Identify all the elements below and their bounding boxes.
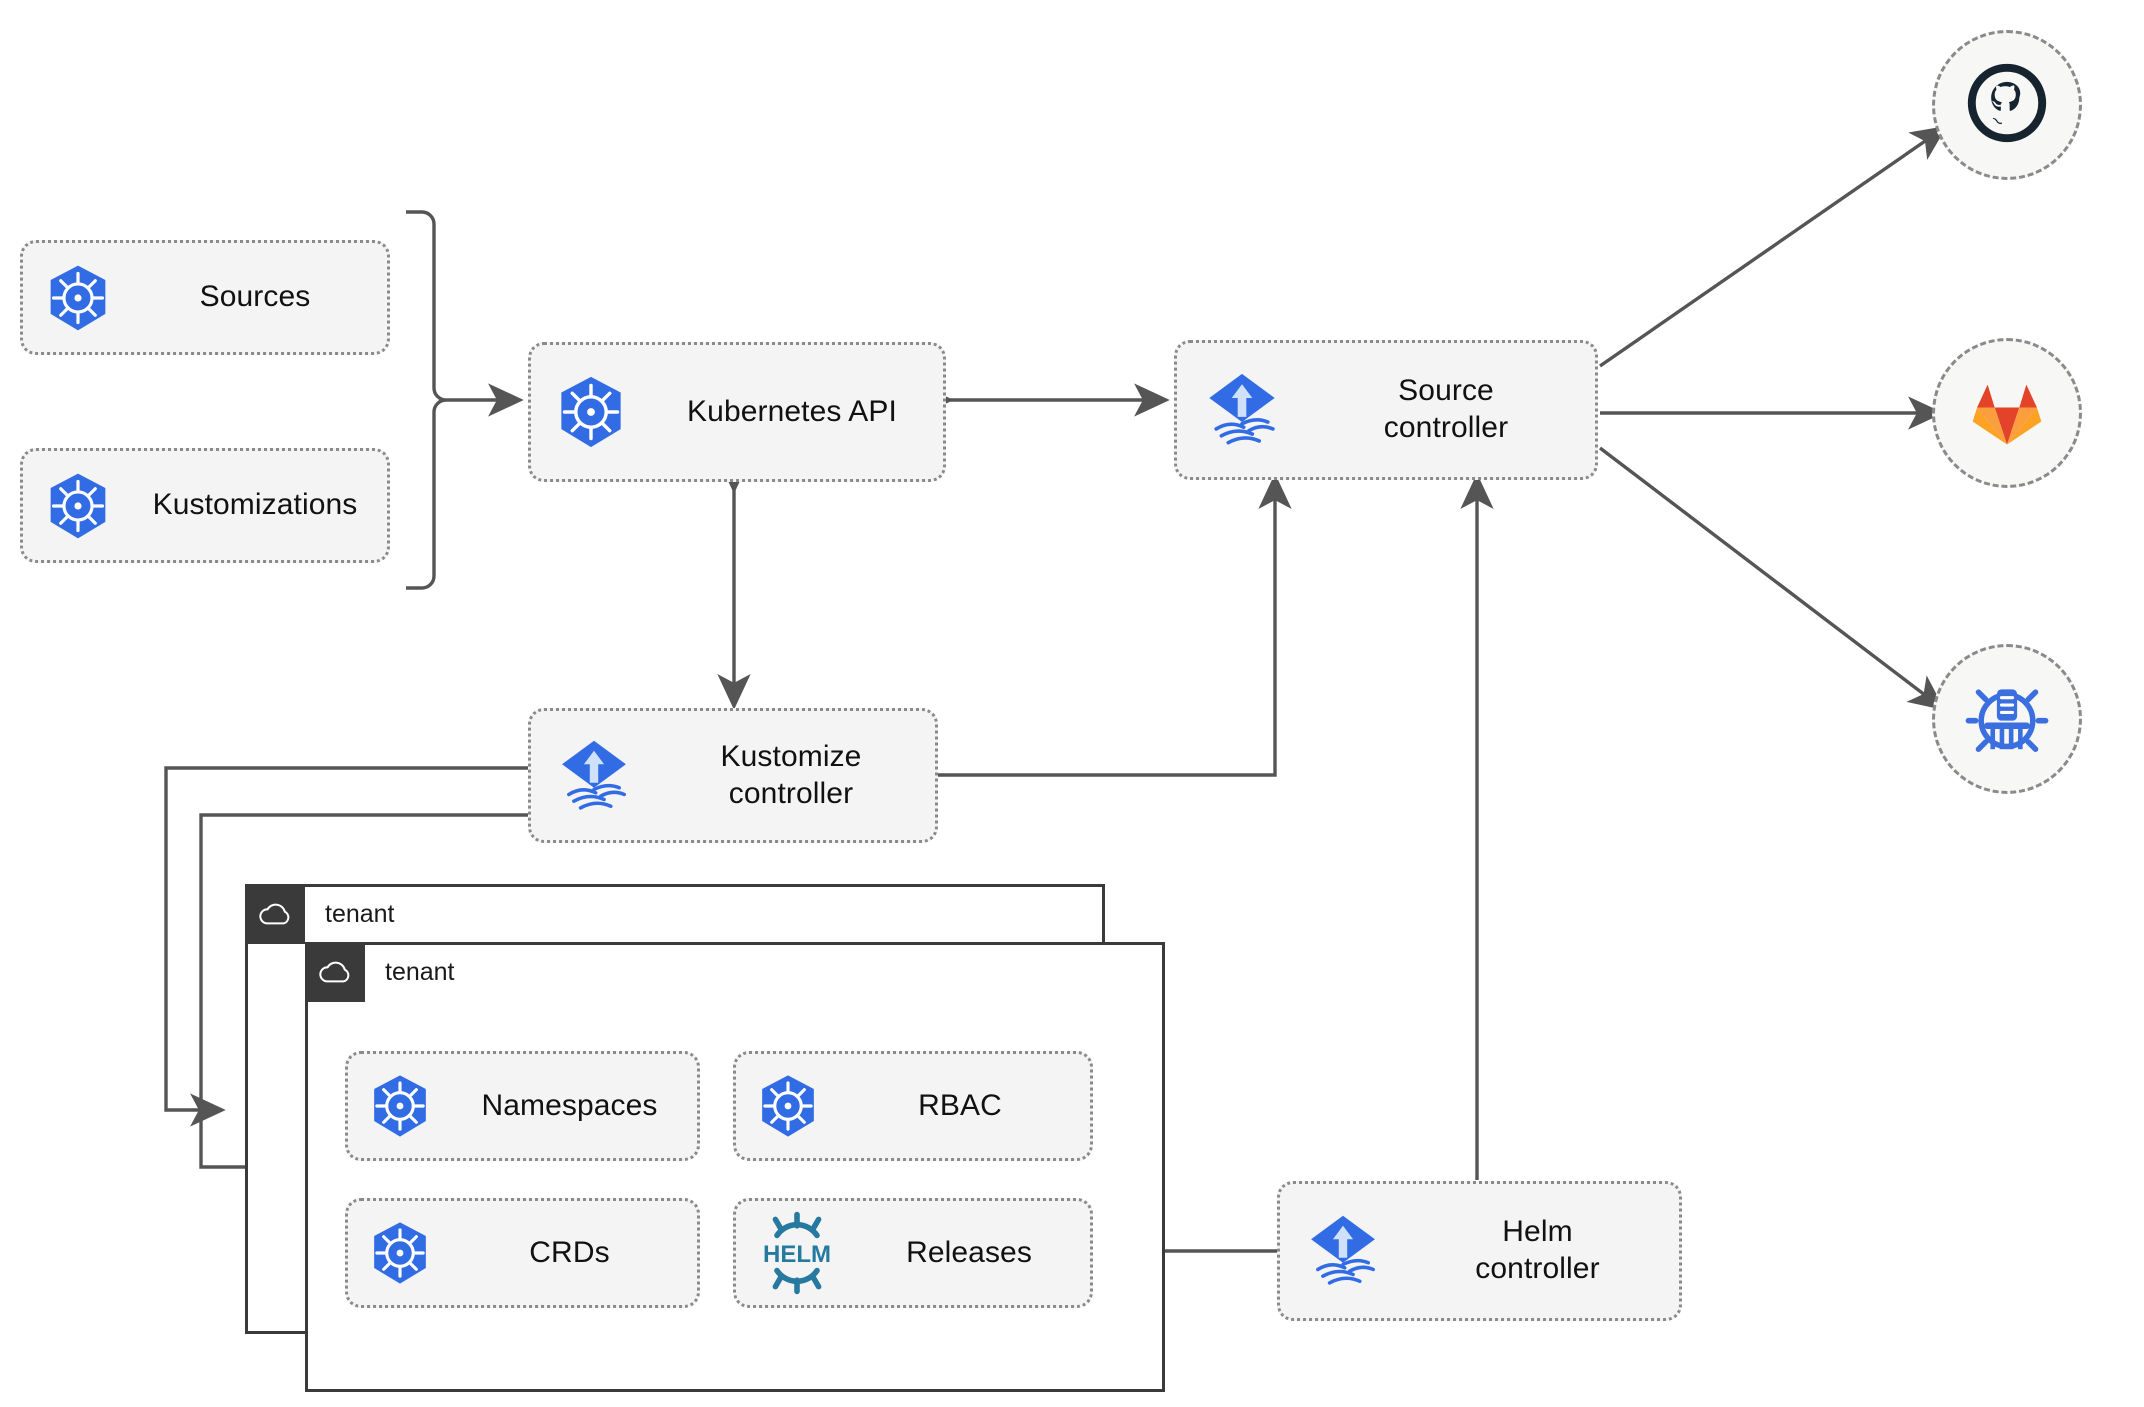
node-crds-label: CRDs bbox=[529, 1235, 610, 1269]
tenant-front-header: tenant bbox=[305, 942, 455, 1002]
node-rbac[interactable]: RBAC bbox=[733, 1051, 1093, 1161]
github-icon bbox=[1963, 59, 2051, 152]
helm-wordmark: HELM bbox=[763, 1241, 831, 1268]
provider-chartmuseum[interactable] bbox=[1932, 644, 2082, 794]
node-source-controller[interactable]: Source controller bbox=[1174, 340, 1598, 480]
edge-kustomize-to-source bbox=[936, 473, 1292, 777]
flux-icon bbox=[1280, 1209, 1406, 1293]
kubernetes-icon bbox=[736, 1072, 840, 1140]
node-crds[interactable]: CRDs bbox=[345, 1198, 700, 1308]
node-sources-label: Sources bbox=[199, 280, 311, 314]
kubernetes-icon bbox=[531, 373, 651, 451]
node-sources[interactable]: Sources bbox=[20, 240, 390, 355]
provider-github[interactable] bbox=[1932, 30, 2082, 180]
node-kustomize-controller[interactable]: Kustomize controller bbox=[528, 708, 938, 843]
node-helm-controller-label: Helm controller bbox=[1475, 1215, 1600, 1285]
node-releases[interactable]: HELM Releases bbox=[733, 1198, 1093, 1308]
tenant-back-label: tenant bbox=[325, 899, 395, 928]
node-releases-label: Releases bbox=[906, 1235, 1032, 1269]
kubernetes-icon bbox=[348, 1219, 452, 1287]
kubernetes-icon bbox=[348, 1072, 452, 1140]
cloud-icon bbox=[305, 942, 365, 1002]
node-kubernetes-api-label: Kubernetes API bbox=[687, 394, 897, 428]
group-bracket bbox=[406, 210, 447, 590]
node-kubernetes-api[interactable]: Kubernetes API bbox=[528, 342, 946, 482]
tenant-front[interactable]: tenant bbox=[305, 942, 1165, 1392]
node-namespaces-label: Namespaces bbox=[481, 1088, 658, 1122]
flux-icon bbox=[531, 734, 657, 818]
node-rbac-label: RBAC bbox=[918, 1088, 1002, 1122]
node-kustomizations[interactable]: Kustomizations bbox=[20, 448, 390, 563]
helm-icon: HELM bbox=[736, 1211, 858, 1295]
node-kustomizations-label: Kustomizations bbox=[152, 488, 358, 522]
tenant-front-label: tenant bbox=[385, 957, 455, 986]
node-namespaces[interactable]: Namespaces bbox=[345, 1051, 700, 1161]
kubernetes-icon bbox=[23, 262, 133, 334]
node-source-controller-label: Source controller bbox=[1383, 374, 1509, 444]
kubernetes-icon bbox=[23, 470, 133, 542]
edge-source-to-github bbox=[1599, 125, 1948, 368]
node-kustomize-controller-label: Kustomize controller bbox=[720, 739, 862, 810]
cloud-icon bbox=[245, 884, 305, 944]
flux-icon bbox=[1177, 367, 1307, 453]
node-helm-controller[interactable]: Helm controller bbox=[1277, 1181, 1682, 1321]
provider-gitlab[interactable] bbox=[1932, 338, 2082, 488]
edge-source-to-chartmuseum bbox=[1598, 446, 1945, 711]
chartmuseum-icon bbox=[1961, 671, 2053, 768]
tenant-back-header: tenant bbox=[245, 884, 395, 944]
gitlab-icon bbox=[1963, 367, 2051, 460]
